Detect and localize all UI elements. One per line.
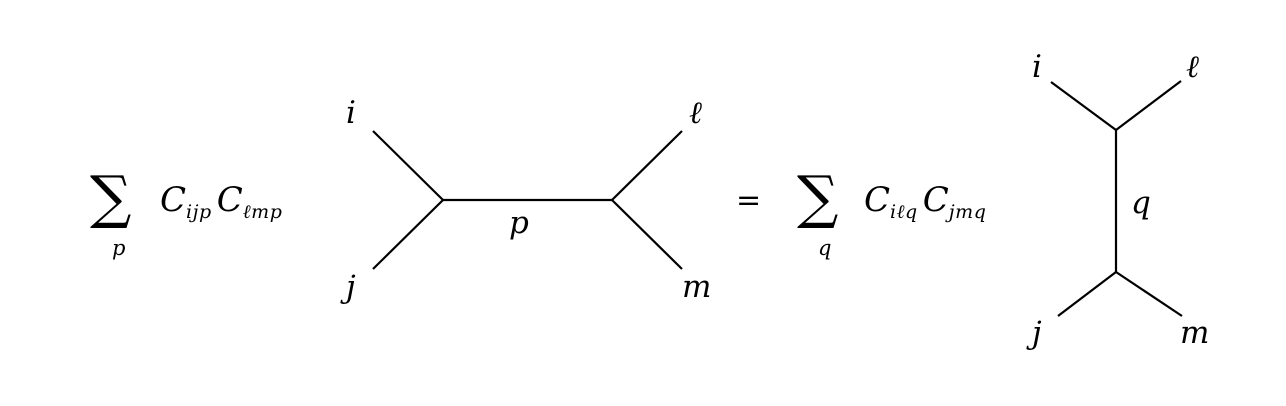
right-label-q: q — [1131, 185, 1151, 221]
left-leg-m — [611, 199, 683, 270]
rhs-term1-base: C — [864, 180, 891, 220]
left-label-p: p — [509, 205, 529, 241]
rhs-term2-base: C — [922, 180, 949, 220]
left-label-i: i — [346, 95, 356, 131]
lhs-term1-subscript: ijp — [186, 201, 212, 223]
rhs-sum-index: q — [818, 236, 832, 260]
right-leg-l — [1115, 80, 1182, 131]
left-label-j: j — [346, 269, 356, 305]
equals-sign: = — [736, 183, 762, 218]
right-label-l: ℓ — [1186, 49, 1199, 85]
lhs-sum-index: p — [112, 236, 126, 260]
lhs-sum-symbol: ∑ — [90, 163, 132, 231]
right-leg-i — [1050, 81, 1117, 131]
right-leg-j — [1057, 271, 1117, 317]
rhs-term2-subscript: jmq — [948, 201, 987, 223]
left-label-l: ℓ — [689, 95, 702, 131]
right-label-i: i — [1032, 49, 1042, 85]
right-tree-diagram — [1050, 80, 1183, 317]
left-leg-i — [372, 130, 444, 201]
lhs-term2-base: C — [216, 180, 243, 220]
rhs-coefficients: Ciℓq Cjmq — [864, 183, 986, 222]
left-label-m: m — [682, 269, 712, 305]
lhs-term2-subscript: ℓmp — [242, 201, 283, 223]
right-leg-m — [1115, 271, 1183, 317]
left-tree-diagram — [372, 130, 683, 270]
lhs-term1-base: C — [160, 180, 187, 220]
lhs-coefficients: Cijp Cℓmp — [160, 183, 282, 222]
rhs-term1-subscript: iℓq — [890, 201, 918, 223]
right-label-m: m — [1180, 315, 1210, 351]
right-label-j: j — [1032, 315, 1042, 351]
left-leg-j — [372, 199, 444, 270]
rhs-sum-symbol: ∑ — [797, 163, 839, 231]
left-leg-l — [611, 130, 683, 201]
